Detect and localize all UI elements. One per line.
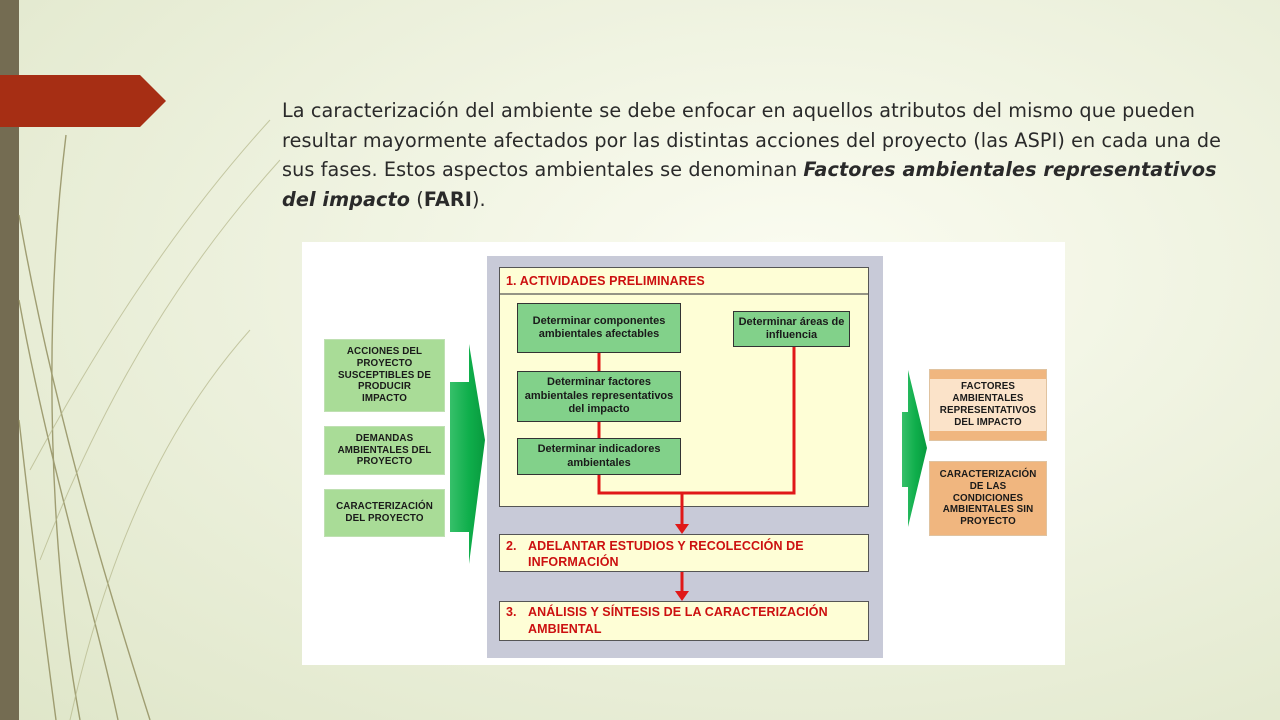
stage-3-title-line-2: AMBIENTAL: [528, 622, 602, 636]
process-diagram: 1. ACTIVIDADES PRELIMINARES 2. ADELANTAR…: [302, 242, 1065, 665]
stage-2-title-line-2: INFORMACIÓN: [528, 555, 619, 569]
step-components: Determinar componentes ambientales afect…: [517, 303, 681, 353]
paragraph-open-paren: (: [410, 187, 424, 211]
flow-connectors: [597, 345, 796, 601]
paragraph-intro: La caracterización del ambiente se debe …: [282, 99, 1222, 181]
output-representative-factors: FACTORES AMBIENTALES REPRESENTATIVOS DEL…: [929, 369, 1047, 441]
input-actions: ACCIONES DEL PROYECTO SUSCEPTIBLES DE PR…: [324, 339, 445, 412]
stage-1-title: 1. ACTIVIDADES PRELIMINARES: [506, 274, 705, 288]
stage-3-number: 3.: [506, 605, 517, 619]
decorative-lines: [18, 119, 281, 720]
step-influence-areas: Determinar áreas de influencia: [733, 311, 850, 347]
stage-3-box: [499, 601, 869, 641]
input-demands: DEMANDAS AMBIENTALES DEL PROYECTO: [324, 426, 445, 475]
body-paragraph: La caracterización del ambiente se debe …: [282, 96, 1222, 214]
stage-3-title-line-1: ANÁLISIS Y SÍNTESIS DE LA CARACTERIZACIÓ…: [528, 605, 828, 619]
output-baseline-conditions: CARACTERIZACIÓN DE LAS CONDICIONES AMBIE…: [929, 461, 1047, 536]
paragraph-close: ).: [471, 187, 486, 211]
output-representative-factors-label: FACTORES AMBIENTALES REPRESENTATIVOS DEL…: [930, 379, 1046, 431]
step-factors: Determinar factores ambientales represen…: [517, 371, 681, 422]
input-arrow: [450, 344, 485, 564]
paragraph-emphasis: Factores ambientales representativos del…: [282, 158, 1217, 211]
green-flow-arrows: [450, 344, 927, 564]
step-indicators: Determinar indicadores ambientales: [517, 438, 681, 475]
stage-2-number: 2.: [506, 539, 517, 553]
stage-2-box: [499, 534, 869, 572]
stage-2-title-line-1: ADELANTAR ESTUDIOS Y RECOLECCIÓN DE: [528, 539, 804, 553]
stage-1-divider: [499, 293, 869, 295]
input-project-characterization: CARACTERIZACIÓN DEL PROYECTO: [324, 489, 445, 537]
paragraph-acronym: FARI: [423, 187, 472, 211]
output-arrow: [902, 370, 927, 527]
title-accent-tab: [0, 75, 166, 127]
slide-sidebar-bar: [0, 0, 19, 720]
